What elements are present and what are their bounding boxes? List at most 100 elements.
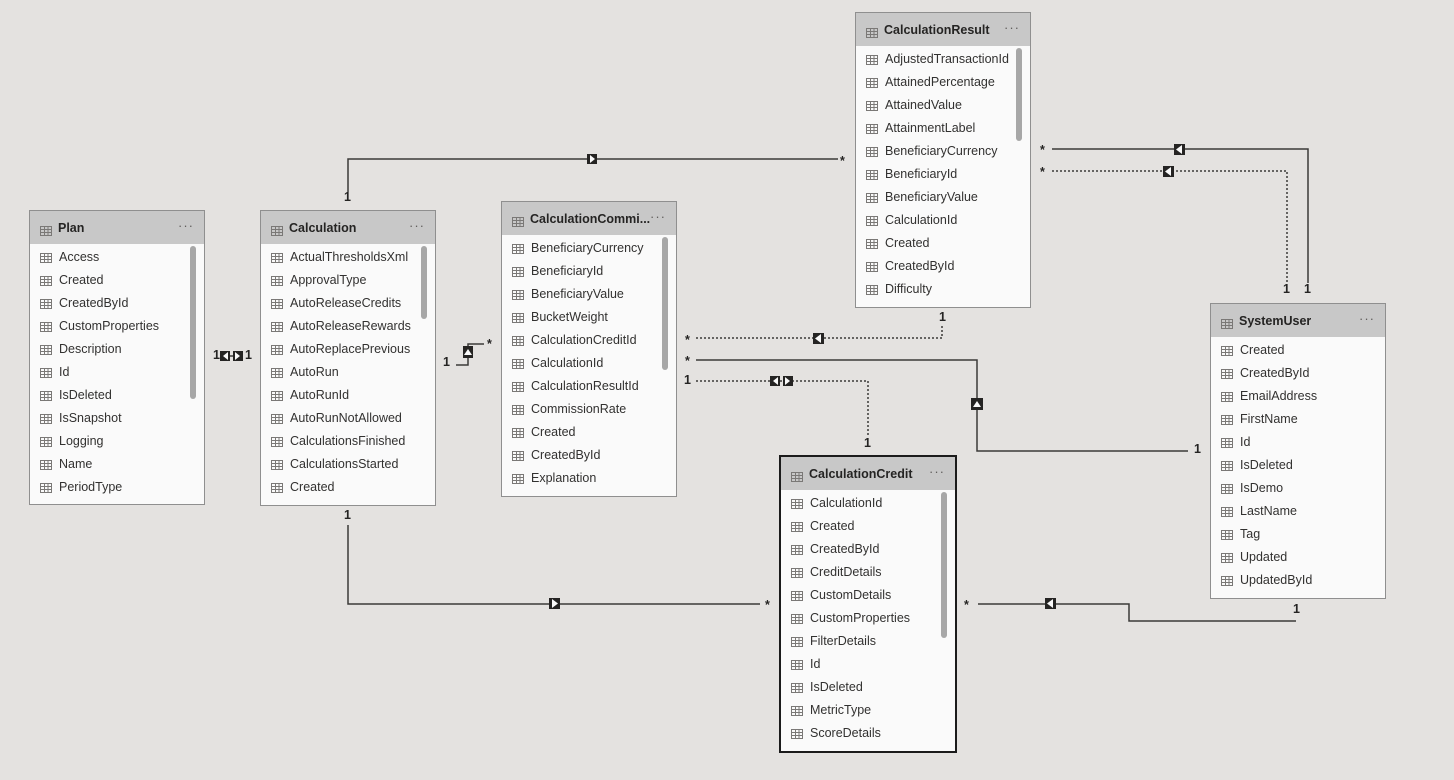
field-row[interactable]: MetricType [781,698,955,721]
table-card-calculationcommission[interactable]: CalculationCommi...···BeneficiaryCurrenc… [501,201,677,497]
field-row[interactable]: ActualThresholdsXml [261,245,435,268]
field-row[interactable]: CustomDetails [781,583,955,606]
field-row[interactable]: IsDeleted [30,383,204,406]
field-row[interactable]: AdjustedTransactionId [856,47,1030,70]
field-row[interactable]: CreditDetails [781,560,955,583]
field-row[interactable]: Created [30,268,204,291]
field-row[interactable]: Id [1211,430,1385,453]
field-row[interactable]: Created [781,514,955,537]
table-header[interactable]: Plan··· [30,211,204,244]
field-row[interactable]: BeneficiaryValue [856,185,1030,208]
field-row[interactable]: PeriodType [30,475,204,498]
relationship-calculationcredit-systemuser[interactable] [978,598,1296,622]
field-row[interactable]: FilterDetails [781,629,955,652]
field-row[interactable]: CalculationId [502,351,676,374]
table-header[interactable]: CalculationResult··· [856,13,1030,46]
field-row[interactable]: Updated [1211,545,1385,568]
field-row[interactable]: CreatedById [30,291,204,314]
field-row[interactable]: CalculationsStarted [261,452,435,475]
field-row[interactable]: Tag [1211,522,1385,545]
field-row[interactable]: BeneficiaryId [856,162,1030,185]
scrollbar-thumb[interactable] [1016,48,1022,141]
field-row[interactable]: Access [30,245,204,268]
field-row[interactable]: CalculationCreditId [502,328,676,351]
field-row[interactable]: Id [781,652,955,675]
relationship-calculationcommission-systemuser[interactable] [696,359,1188,452]
field-row[interactable]: IsDeleted [1211,453,1385,476]
field-row[interactable]: Created [502,420,676,443]
field-row[interactable]: IsSnapshot [30,406,204,429]
field-row[interactable]: AttainedValue [856,93,1030,116]
field-row[interactable]: CalculationId [781,491,955,514]
table-header[interactable]: CalculationCredit··· [781,457,955,490]
field-row[interactable]: BucketWeight [502,305,676,328]
more-options-icon[interactable]: ··· [1359,311,1375,326]
field-row[interactable]: BeneficiaryCurrency [856,139,1030,162]
relationship-calculationcommission-calculationcredit[interactable] [696,376,869,436]
field-row[interactable]: AutoRun [261,360,435,383]
field-row[interactable]: Explanation [502,466,676,489]
scrollbar-thumb[interactable] [421,246,427,319]
field-row[interactable]: AutoReleaseRewards [261,314,435,337]
field-row[interactable]: BeneficiaryId [502,259,676,282]
field-row[interactable]: IsDeleted [781,675,955,698]
more-options-icon[interactable]: ··· [409,218,425,233]
table-header[interactable]: SystemUser··· [1211,304,1385,337]
field-row[interactable]: CreatedById [502,443,676,466]
scrollbar-thumb[interactable] [941,492,947,638]
field-row[interactable]: CustomProperties [30,314,204,337]
field-row[interactable]: Created [261,475,435,498]
relationship-calculationresult-systemuser-inactive[interactable] [1052,166,1288,283]
field-row[interactable]: AttainmentLabel [856,116,1030,139]
more-options-icon[interactable]: ··· [650,209,666,224]
field-row[interactable]: Difficulty [856,277,1030,300]
more-options-icon[interactable]: ··· [178,218,194,233]
table-header[interactable]: Calculation··· [261,211,435,244]
field-row[interactable]: FirstName [1211,407,1385,430]
field-row[interactable]: CalculationsFinished [261,429,435,452]
more-options-icon[interactable]: ··· [1004,20,1020,35]
field-row[interactable]: Logging [30,429,204,452]
scrollbar-thumb[interactable] [190,246,196,399]
scrollbar-thumb[interactable] [662,237,668,370]
field-row[interactable]: AutoReplacePrevious [261,337,435,360]
field-row[interactable]: Id [30,360,204,383]
field-row[interactable]: Name [30,452,204,475]
field-row[interactable]: LastName [1211,499,1385,522]
more-options-icon[interactable]: ··· [929,464,945,479]
field-row[interactable]: AutoRunId [261,383,435,406]
table-card-calculationresult[interactable]: CalculationResult···AdjustedTransactionI… [855,12,1031,308]
field-row[interactable]: EmailAddress [1211,384,1385,407]
field-row[interactable]: UpdatedById [1211,568,1385,591]
field-row[interactable]: ScoreDetails [781,721,955,744]
field-row[interactable]: BeneficiaryValue [502,282,676,305]
relationship-calculationcommission-calculationresult[interactable] [696,326,943,344]
relationship-calculation-calculationcredit[interactable] [347,525,760,609]
relationship-calculation-calculationcommission[interactable] [456,343,484,366]
field-row[interactable]: IsDemo [1211,476,1385,499]
field-row[interactable]: CalculationId [856,208,1030,231]
table-header[interactable]: CalculationCommi...··· [502,202,676,235]
field-row[interactable]: CreatedById [856,254,1030,277]
field-row[interactable]: CommissionRate [502,397,676,420]
field-row[interactable]: CustomProperties [781,606,955,629]
relationship-calculation-calculationresult[interactable] [347,154,838,192]
field-row[interactable]: ApprovalType [261,268,435,291]
field-row[interactable]: AttainedPercentage [856,70,1030,93]
field-row[interactable]: Created [1211,338,1385,361]
field-row[interactable]: BeneficiaryCurrency [502,236,676,259]
field-row[interactable]: CalculationResultId [502,374,676,397]
field-row[interactable]: Description [30,337,204,360]
relationship-plan-calculation[interactable] [220,351,243,361]
relationship-calculationresult-systemuser[interactable] [1052,144,1309,283]
field-row[interactable]: Created [856,231,1030,254]
field-row[interactable]: AutoRunNotAllowed [261,406,435,429]
field-row[interactable]: CreatedById [1211,361,1385,384]
field-row[interactable]: AutoReleaseCredits [261,291,435,314]
field-row[interactable]: CreatedById [781,537,955,560]
